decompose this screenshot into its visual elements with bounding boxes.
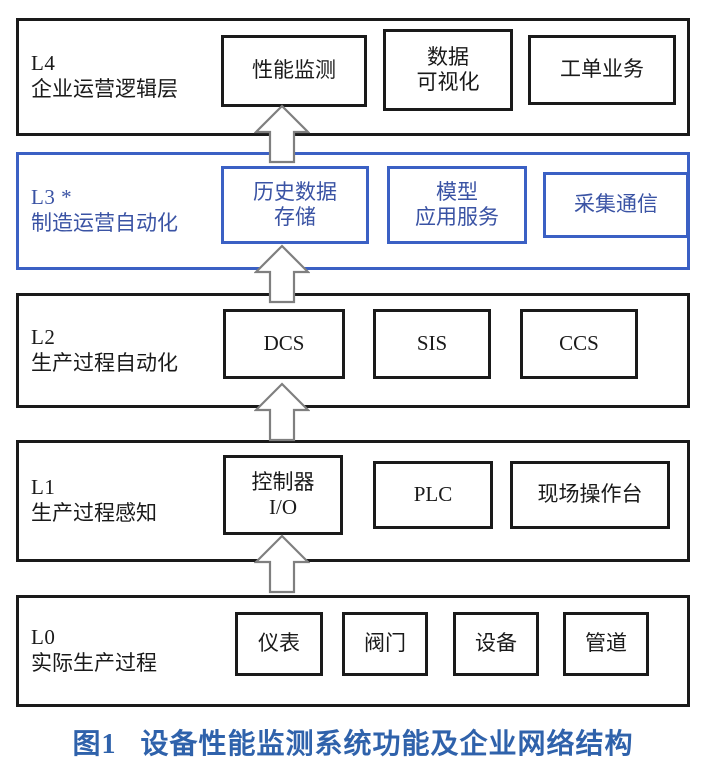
arrow-l2-to-l3 bbox=[254, 244, 310, 304]
layer-l2-nodes: DCS SIS CCS bbox=[215, 296, 687, 405]
layer-l3-nodes: 历史数据 存储 模型 应用服务 采集通信 bbox=[215, 155, 689, 267]
layer-l4-label: L4 企业运营逻辑层 bbox=[19, 51, 215, 102]
arrow-l3-to-l4 bbox=[254, 104, 310, 164]
node-sis[interactable]: SIS bbox=[373, 309, 491, 379]
layer-l1-nodes: 控制器 I/O PLC 现场操作台 bbox=[215, 443, 687, 559]
node-ccs[interactable]: CCS bbox=[520, 309, 638, 379]
node-field-operator-station[interactable]: 现场操作台 bbox=[510, 461, 670, 529]
node-instrument[interactable]: 仪表 bbox=[235, 612, 323, 676]
node-performance-monitoring[interactable]: 性能监测 bbox=[221, 35, 367, 107]
layer-l4-nodes: 性能监测 数据 可视化 工单业务 bbox=[215, 21, 687, 133]
node-model-application-service[interactable]: 模型 应用服务 bbox=[387, 166, 527, 244]
node-valve[interactable]: 阀门 bbox=[342, 612, 428, 676]
layer-l3-name: 制造运营自动化 bbox=[31, 211, 178, 235]
node-plc[interactable]: PLC bbox=[373, 461, 493, 529]
layer-l0-nodes: 仪表 阀门 设备 管道 bbox=[215, 598, 687, 704]
layer-l1-label: L1 生产过程感知 bbox=[19, 475, 215, 526]
layer-l1: L1 生产过程感知 控制器 I/O PLC 现场操作台 bbox=[16, 440, 690, 562]
figure-caption: 图1 设备性能监测系统功能及企业网络结构 bbox=[72, 729, 634, 760]
layer-l4: L4 企业运营逻辑层 性能监测 数据 可视化 工单业务 bbox=[16, 18, 690, 136]
node-work-order-business[interactable]: 工单业务 bbox=[528, 35, 676, 105]
layer-l0-code: L0 bbox=[31, 625, 56, 650]
layer-l0: L0 实际生产过程 仪表 阀门 设备 管道 bbox=[16, 595, 690, 707]
node-historical-data-storage[interactable]: 历史数据 存储 bbox=[221, 166, 369, 244]
arrow-l0-to-l1 bbox=[254, 534, 310, 594]
node-controller-io[interactable]: 控制器 I/O bbox=[223, 455, 343, 535]
node-data-visualization[interactable]: 数据 可视化 bbox=[383, 29, 513, 111]
layer-l1-name: 生产过程感知 bbox=[31, 501, 157, 525]
layer-l3-label: L3 * 制造运营自动化 bbox=[19, 185, 215, 236]
node-equipment[interactable]: 设备 bbox=[453, 612, 539, 676]
layer-l2-name: 生产过程自动化 bbox=[31, 350, 178, 375]
layer-l1-code: L1 bbox=[31, 475, 56, 500]
layer-l2-label: L2 生产过程自动化 bbox=[19, 325, 215, 376]
arrow-l1-to-l2 bbox=[254, 382, 310, 442]
layer-l0-label: L0 实际生产过程 bbox=[19, 625, 215, 676]
layer-l4-name: 企业运营逻辑层 bbox=[31, 77, 178, 101]
layer-l3-code: L3 * bbox=[31, 185, 73, 210]
node-acquisition-communication[interactable]: 采集通信 bbox=[543, 172, 689, 238]
node-dcs[interactable]: DCS bbox=[223, 309, 345, 379]
node-pipeline[interactable]: 管道 bbox=[563, 612, 649, 676]
layer-l2: L2 生产过程自动化 DCS SIS CCS bbox=[16, 293, 690, 408]
layer-l0-name: 实际生产过程 bbox=[31, 651, 157, 675]
layer-l4-code: L4 bbox=[31, 51, 56, 76]
layer-l3: L3 * 制造运营自动化 历史数据 存储 模型 应用服务 采集通信 bbox=[16, 152, 690, 270]
layer-l2-code: L2 bbox=[31, 324, 56, 349]
